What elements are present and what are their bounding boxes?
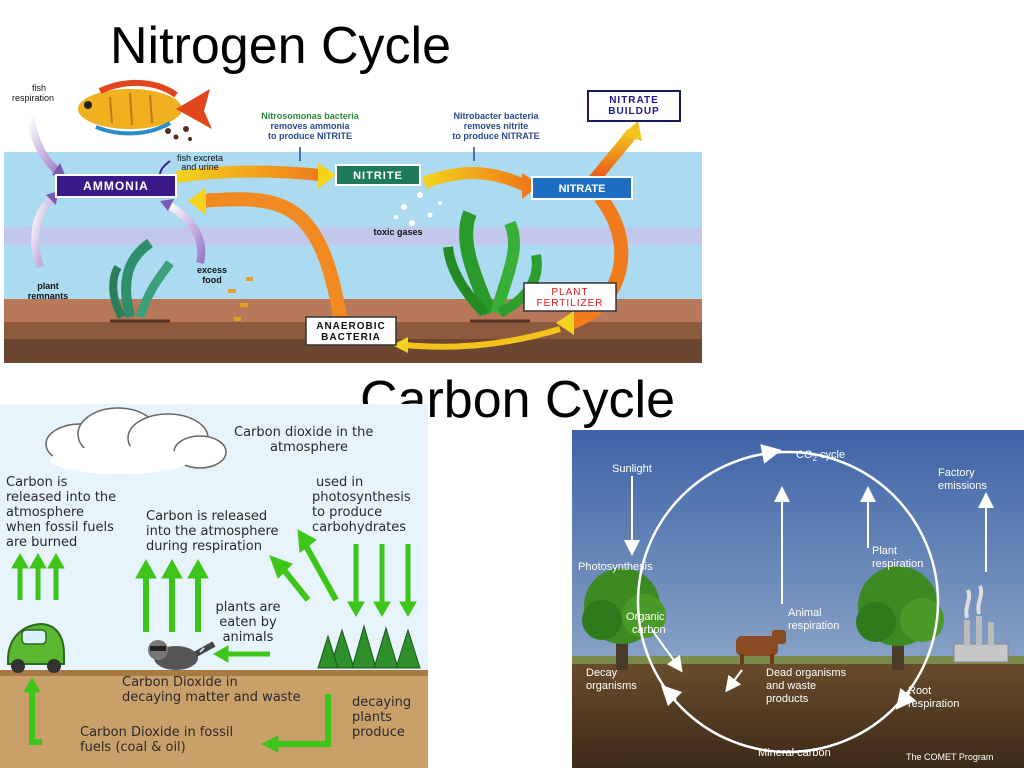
toxic-gases-label: toxic gases	[373, 227, 422, 237]
cow-icon	[736, 630, 786, 664]
nitrate-buildup-box	[587, 90, 681, 122]
factory-icon	[953, 585, 1009, 663]
photosynthesis-label: Photosynthesis	[578, 561, 653, 573]
nitrogen-cycle-title: Nitrogen Cycle	[110, 20, 452, 75]
sunlight-label: Sunlight	[612, 463, 652, 475]
right-tree-icon	[856, 566, 944, 670]
green-arrows	[11, 529, 417, 753]
nitrate-label: NITRATE	[559, 183, 606, 195]
arrow-to-ammonia-icon	[188, 187, 206, 215]
anaerobic-bacteria-box	[305, 316, 397, 346]
arrow-to-buildup-icon	[622, 121, 642, 141]
ammonia-box	[55, 174, 177, 198]
cloud-icon	[45, 407, 227, 474]
plant-remnants-icon	[109, 238, 174, 323]
mineral-carbon-label: Mineral carbon	[758, 747, 831, 759]
ammonia-label: AMMONIA	[83, 179, 149, 193]
car-icon	[7, 622, 65, 673]
plant-fertilizer-box	[523, 282, 617, 312]
nitrate-box	[531, 176, 633, 200]
nitrite-label: NITRITE	[353, 170, 403, 182]
nitrite-box	[335, 164, 421, 186]
co2-cycle-circle	[636, 450, 940, 754]
fish-icon	[78, 79, 212, 136]
co2-cycle-label: CO2 cycle	[796, 449, 845, 463]
raccoon-icon	[148, 640, 216, 670]
comet-credit-label: The COMET Program	[906, 752, 993, 762]
trees-icon	[317, 624, 421, 669]
